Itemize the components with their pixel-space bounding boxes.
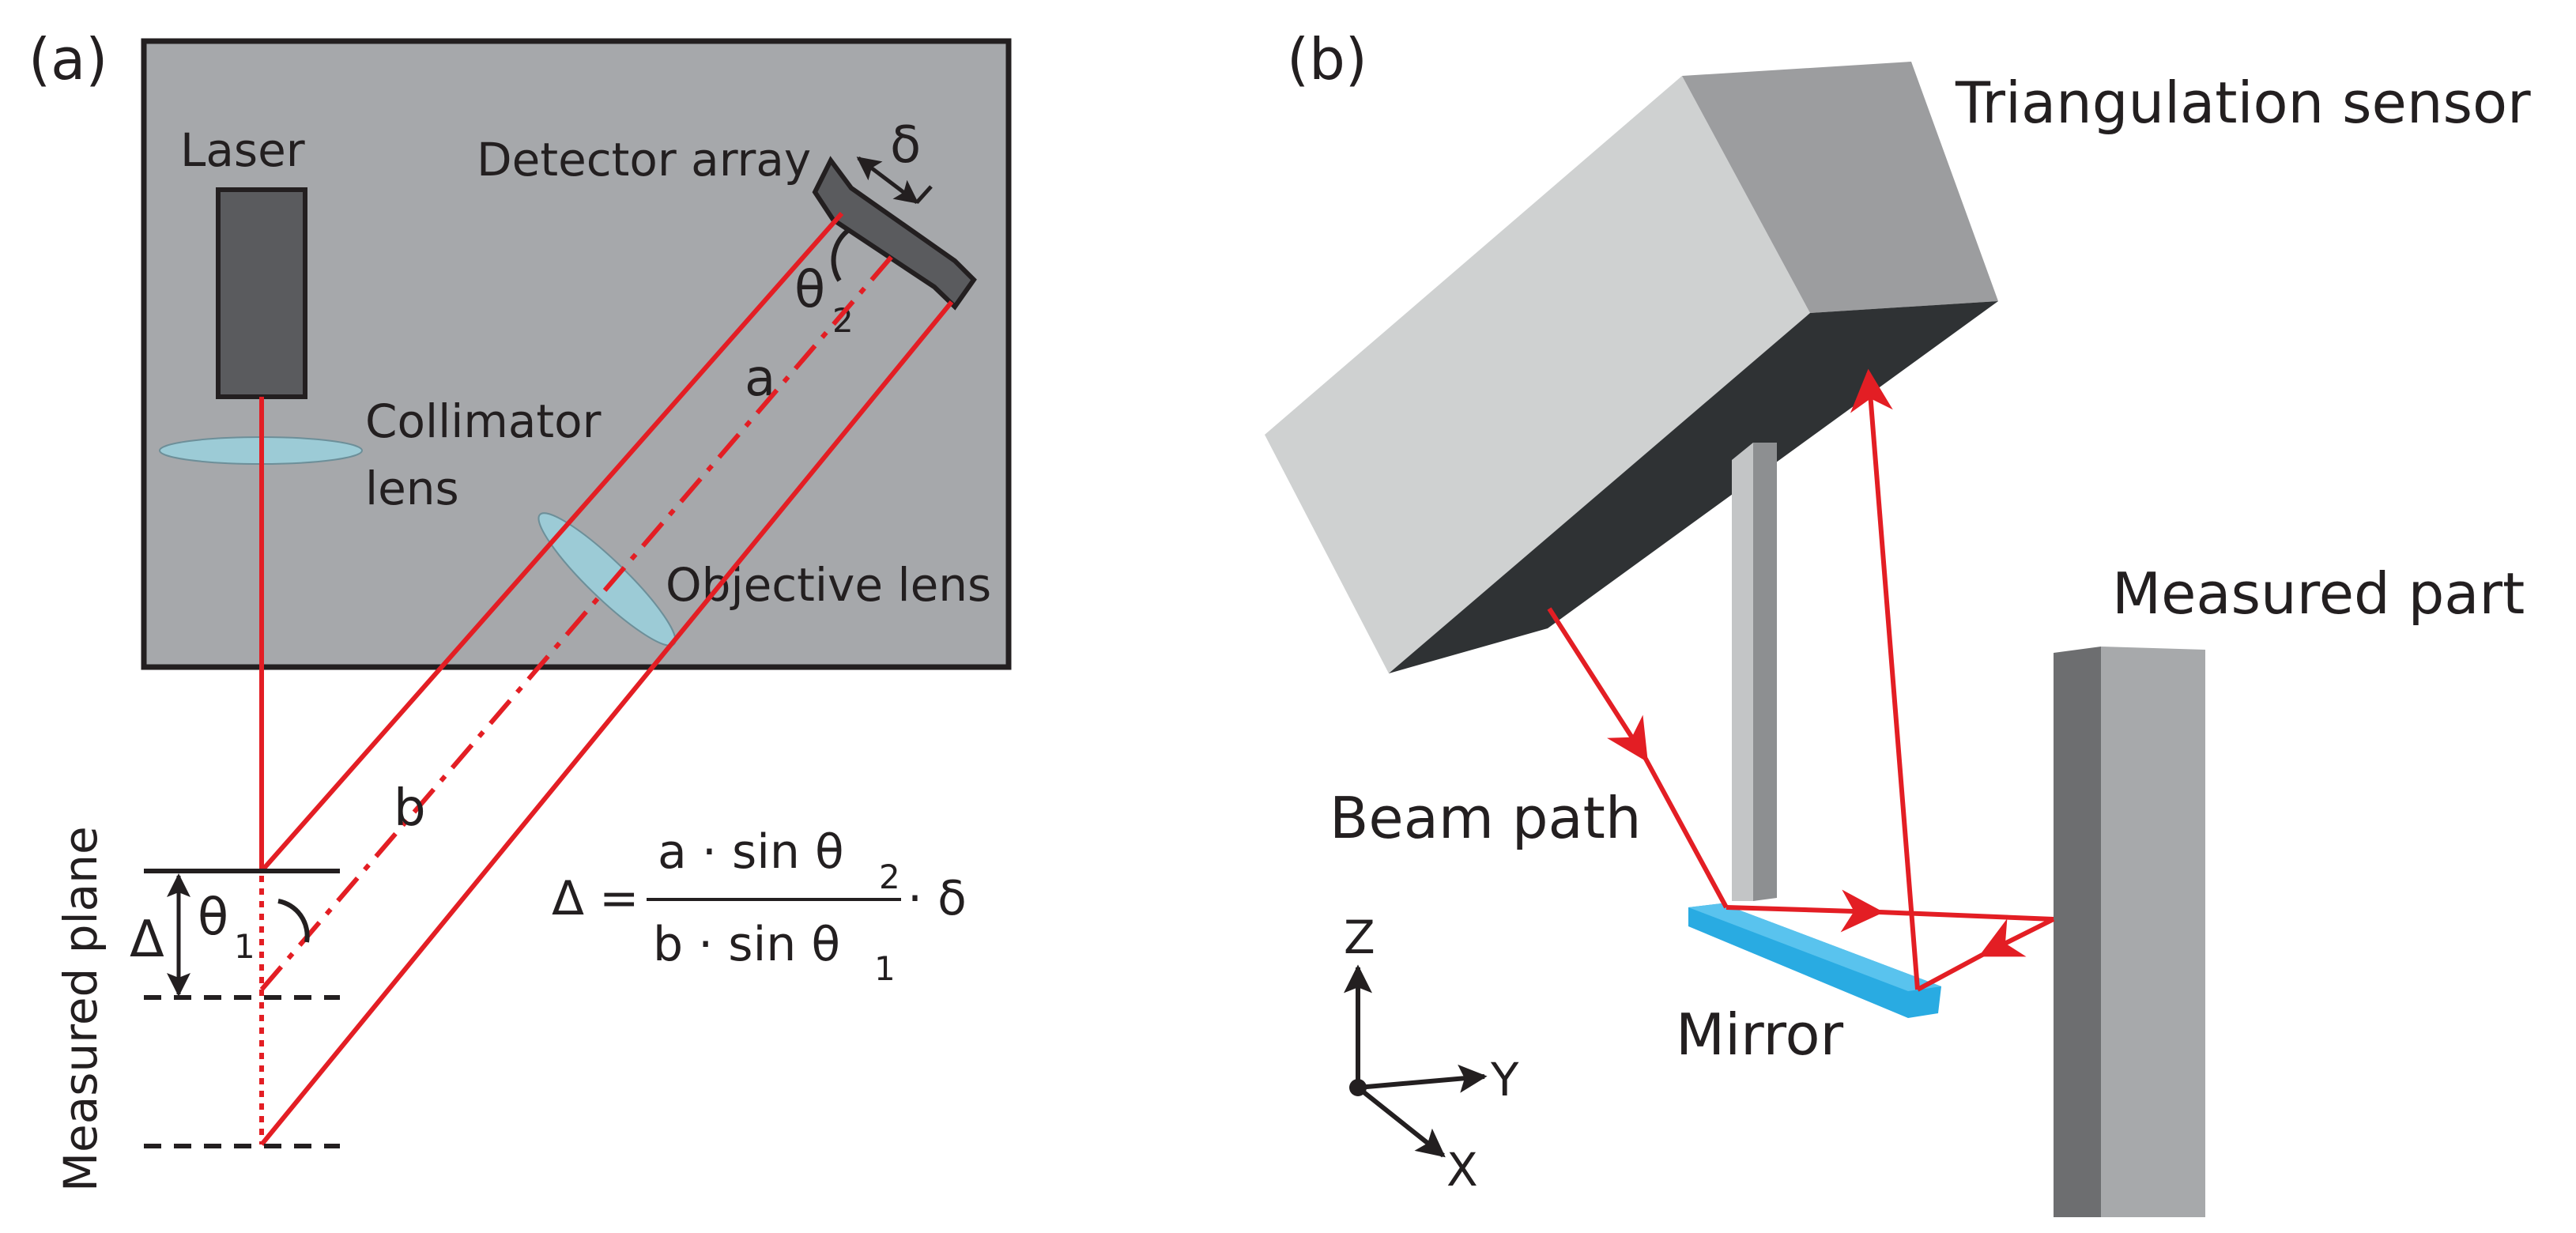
beam-segment-up xyxy=(1850,368,1920,990)
panel-a-tag: (a) xyxy=(28,26,107,92)
reflected-beam-upper xyxy=(259,212,844,873)
measured-part-front xyxy=(2101,647,2205,1217)
axis-y-label: Y xyxy=(1490,1053,1519,1107)
mirror-post-front xyxy=(1732,443,1753,901)
equation-numerator: a · sin θ xyxy=(658,824,844,880)
theta1-label: θ xyxy=(198,888,228,947)
triangulation-equation: Δ = a · sin θ 2 b · sin θ 1 · δ xyxy=(552,824,967,988)
axis-x-label: X xyxy=(1446,1143,1478,1197)
detector-array-label: Detector array xyxy=(477,133,811,187)
measured-part-label: Measured part xyxy=(2112,560,2525,627)
beam-segment-down xyxy=(1547,607,1648,763)
beam-segment-back-b xyxy=(1916,952,1984,992)
measured-plane-label: Measured plane xyxy=(54,826,107,1192)
sensor-box-top xyxy=(1682,62,1998,313)
panel-b: (b) Triangulation sensor Measured part B… xyxy=(1265,26,2531,1217)
laser-label: Laser xyxy=(180,123,305,177)
collimator-label-line1: Collimator xyxy=(365,394,602,448)
equation-lhs: Δ = xyxy=(552,871,639,926)
sensor-label: Triangulation sensor xyxy=(1955,70,2531,136)
detector-delta-label: δ xyxy=(890,116,921,175)
equation-numerator-sub: 2 xyxy=(879,858,900,896)
axis-y xyxy=(1357,1064,1488,1093)
theta1-arc xyxy=(277,899,310,943)
beam-segment-back-a xyxy=(1978,917,2055,957)
beam-path-label: Beam path xyxy=(1329,785,1642,851)
coordinate-axes xyxy=(1344,964,1488,1158)
detector-delta-arrow xyxy=(856,156,919,204)
axis-x xyxy=(1356,1085,1446,1158)
measured-part-side xyxy=(2054,647,2101,1217)
beam-segment-across-a xyxy=(1726,889,1884,933)
mirror xyxy=(1688,903,1941,1018)
beam-segment-across-b xyxy=(1879,910,2054,922)
mirror-label: Mirror xyxy=(1676,1001,1844,1068)
theta2-label: θ xyxy=(794,261,825,319)
displacement-delta-label: Δ xyxy=(130,911,164,969)
collimator-label-line2: lens xyxy=(365,462,459,515)
reflected-beam-lower xyxy=(259,300,954,1146)
axis-z-label: Z xyxy=(1344,911,1375,964)
detector-array xyxy=(812,156,977,311)
theta1-sub: 1 xyxy=(234,927,255,966)
axes-origin xyxy=(1349,1079,1367,1096)
panel-a: (a) Laser Collimator lens Objective lens… xyxy=(28,26,1012,1192)
objective-lens-label: Objective lens xyxy=(666,558,991,612)
equation-denominator-sub: 1 xyxy=(874,949,896,988)
mirror-post-side xyxy=(1753,443,1777,901)
sensor-box-bottom xyxy=(1389,301,1998,673)
detector-delta-tick xyxy=(915,185,933,204)
mirror-top xyxy=(1688,903,1941,991)
equation-denominator: b · sin θ xyxy=(653,917,840,972)
equation-tail: · δ xyxy=(907,871,967,926)
laser-body xyxy=(216,187,307,399)
theta2-arc xyxy=(831,227,851,282)
panel-b-tag: (b) xyxy=(1287,26,1367,92)
b-label: b xyxy=(394,779,426,838)
reflected-beam-center xyxy=(259,251,897,991)
beam-path xyxy=(1547,368,2055,992)
sensor-box-front xyxy=(1265,76,1810,673)
beam-segment-to-mirror xyxy=(1643,757,1729,909)
